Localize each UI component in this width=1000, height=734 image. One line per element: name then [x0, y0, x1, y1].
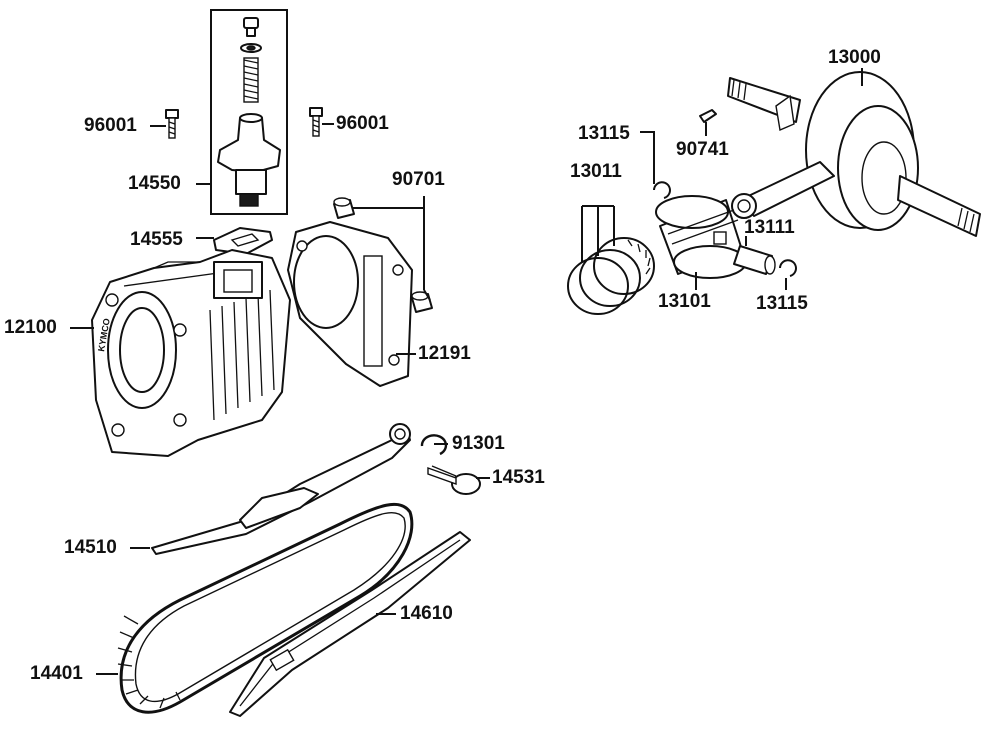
- pivot-bolt-drawing: [427, 465, 481, 495]
- piston-rings-drawing: [567, 237, 655, 315]
- part-label-96001-right: 96001: [336, 113, 389, 134]
- part-label-90741: 90741: [676, 139, 729, 160]
- part-label-14555: 14555: [130, 229, 183, 250]
- dowel-pin-lower-drawing: [411, 291, 433, 313]
- part-label-14550: 14550: [128, 173, 181, 194]
- part-label-12191: 12191: [418, 343, 471, 364]
- part-label-90701: 90701: [392, 169, 445, 190]
- tensioner-group-frame: [210, 9, 288, 215]
- part-label-13101: 13101: [658, 291, 711, 312]
- part-label-13000: 13000: [828, 47, 881, 68]
- tensioner-assembly-drawing: [217, 17, 281, 207]
- bolt-left-drawing: [165, 109, 179, 139]
- part-label-14510: 14510: [64, 537, 117, 558]
- tensioner-arm-drawing: [151, 423, 411, 555]
- cylinder-drawing: [91, 249, 291, 457]
- part-label-13115-upper: 13115: [578, 123, 630, 144]
- part-label-14610: 14610: [400, 603, 453, 624]
- cam-chain-drawing: [117, 502, 414, 714]
- part-label-13011: 13011: [570, 161, 622, 182]
- part-label-91301: 91301: [452, 433, 505, 454]
- part-label-12100: 12100: [4, 317, 57, 338]
- clip-91301-drawing: [420, 434, 448, 456]
- chain-guide-drawing: [229, 531, 471, 717]
- part-label-14401: 14401: [30, 663, 83, 684]
- part-label-14531: 14531: [492, 467, 545, 488]
- part-label-13115-lower: 13115: [756, 293, 808, 314]
- leader-lines: [70, 68, 863, 675]
- crankshaft-drawing: [727, 71, 981, 237]
- circlip-lower-drawing: [779, 259, 797, 277]
- circlip-upper-drawing: [653, 181, 671, 199]
- dowel-pin-upper-drawing: [333, 197, 355, 219]
- woodruff-key-drawing: [699, 109, 717, 123]
- bolt-right-drawing: [309, 107, 323, 137]
- cylinder-gasket-drawing: [287, 221, 413, 387]
- part-label-13111: 13111: [744, 217, 795, 238]
- part-label-96001-left: 96001: [84, 115, 137, 136]
- piston-pin-drawing: [733, 245, 776, 275]
